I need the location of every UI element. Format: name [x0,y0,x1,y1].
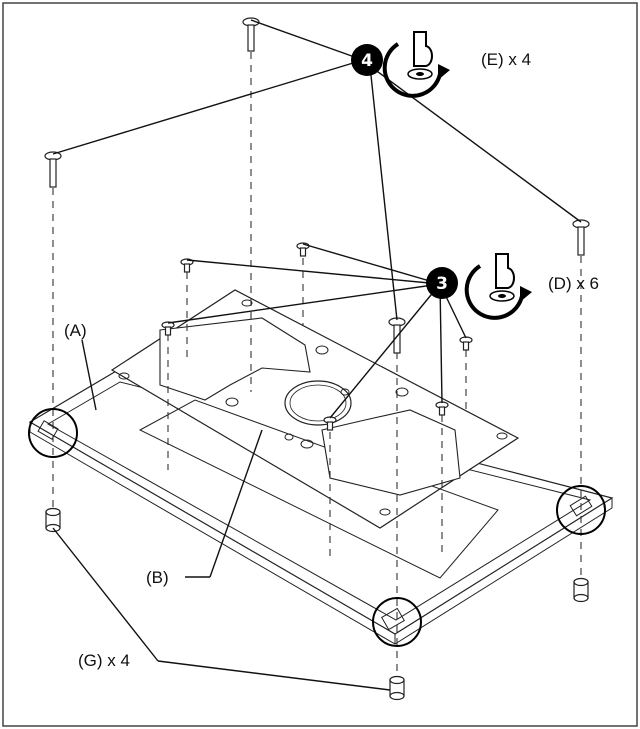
label-feet-g: (G) x 4 [78,651,130,670]
label-frame-a: (A) [64,321,87,340]
screws-e [44,17,590,354]
callout-circles [28,408,606,647]
step-4-number: 4 [361,51,373,71]
step-3-number: 3 [436,274,448,294]
screwdriver-rotate-icon [382,31,450,98]
label-plate-b: (B) [146,568,169,587]
feet-g [45,507,589,701]
label-screws-d: (D) x 6 [548,274,599,293]
plate-b [110,289,520,579]
leader-lines [52,19,582,691]
frame-a [28,369,614,645]
screwdriver-rotate-icon [464,253,532,320]
step-badge-4: 4 [351,44,383,76]
label-screws-e: (E) x 4 [481,50,531,69]
step-badge-3: 3 [426,267,458,299]
alignment-lines [52,52,582,676]
